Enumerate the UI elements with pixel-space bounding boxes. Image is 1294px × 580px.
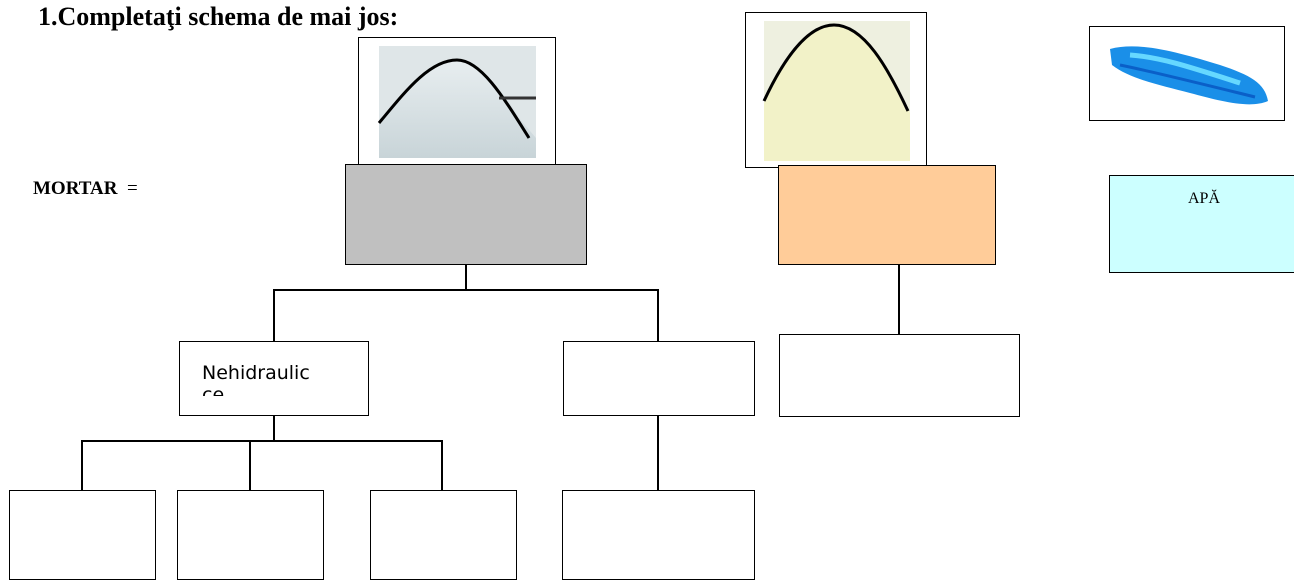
connector [657, 416, 659, 491]
binder-type-1-label: Nehidraulic [202, 362, 310, 384]
binder-powder-heap-icon [377, 46, 536, 158]
connector [81, 440, 443, 442]
connector [273, 289, 659, 291]
sand-heap-icon [762, 21, 910, 161]
binder-image [358, 37, 556, 165]
sand-image [745, 12, 927, 168]
connector [249, 440, 251, 491]
example-box-1 [9, 490, 156, 580]
water-box: APĂ [1109, 175, 1294, 273]
water-image [1089, 26, 1285, 121]
sand-type-box [779, 334, 1020, 417]
connector [273, 416, 275, 441]
connector [657, 289, 659, 342]
equals-sign: = [126, 178, 138, 199]
page-heading: 1.Completaţi schema de mai jos: [38, 2, 399, 31]
binder-type-box-1: Nehidraulic ce [179, 341, 369, 416]
binder-type-box-2 [563, 341, 755, 416]
water-splash-icon [1110, 46, 1268, 105]
mortar-formula: MORTAR = [33, 178, 138, 200]
binder-box [345, 164, 587, 265]
example-box-4 [562, 490, 755, 580]
connector [465, 265, 467, 290]
mortar-label: MORTAR [33, 178, 118, 199]
sand-box [778, 165, 996, 265]
connector [81, 440, 83, 491]
water-label: APĂ [1187, 190, 1220, 207]
example-box-3 [370, 490, 517, 580]
example-box-2 [177, 490, 324, 580]
binder-type-1-label-overflow: ce [202, 388, 224, 396]
connector [273, 289, 275, 342]
connector [441, 440, 443, 491]
connector [898, 265, 900, 341]
